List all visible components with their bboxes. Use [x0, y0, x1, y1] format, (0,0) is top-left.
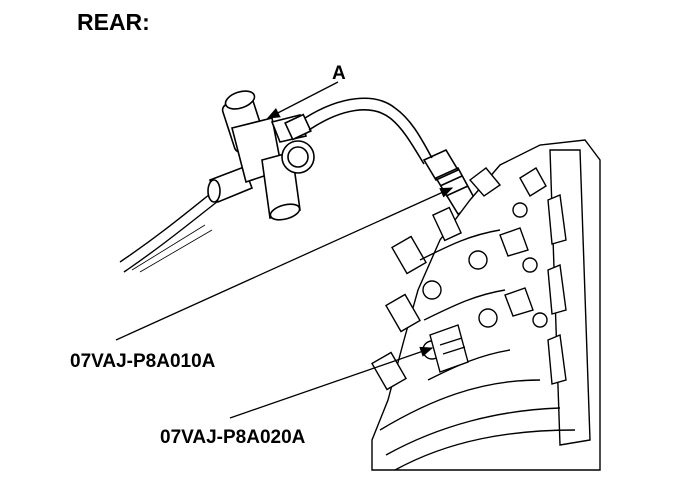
cylinder-head — [371, 139, 601, 471]
tester-body — [207, 90, 315, 221]
leader-part1 — [115, 187, 454, 341]
part-number-upper: 07VAJ-P8A010A — [70, 351, 216, 372]
part-number-lower: 07VAJ-P8A020A — [160, 427, 306, 448]
leader-part2 — [229, 346, 434, 419]
adapter-hose — [304, 97, 480, 216]
leader-lines — [115, 81, 454, 419]
hose-tail — [119, 189, 223, 273]
callout-label-a: A — [332, 63, 346, 84]
page-title: REAR: — [77, 9, 150, 35]
leader-a — [266, 81, 339, 119]
